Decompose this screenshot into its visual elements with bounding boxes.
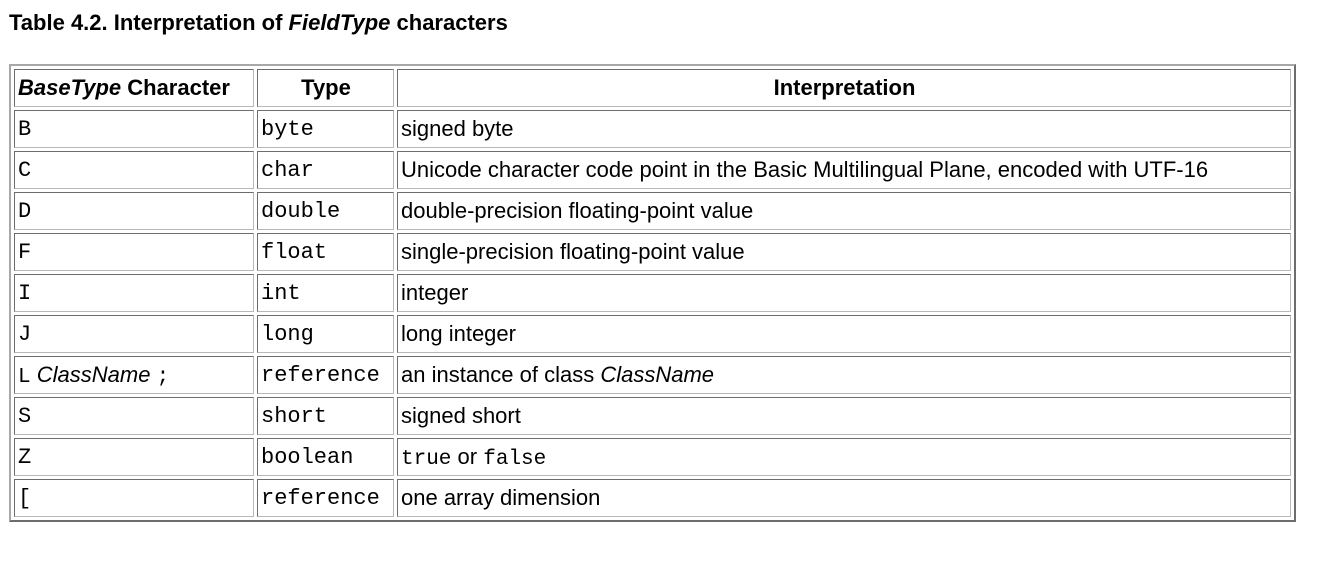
caption-prefix: Table 4.2. Interpretation of — [9, 10, 289, 35]
cell-char-prefix: L — [18, 365, 31, 389]
cell-type: reference — [257, 479, 394, 517]
cell-type: reference — [257, 356, 394, 394]
cell-type: char — [257, 151, 394, 189]
cell-type: double — [257, 192, 394, 230]
header-basetype-italic: BaseType — [18, 75, 122, 100]
cell-type: int — [257, 274, 394, 312]
fieldtype-table: BaseType Character Type Interpretation B… — [9, 64, 1296, 522]
cell-char: F — [14, 233, 254, 271]
cell-interp-false: false — [483, 447, 547, 471]
cell-interpretation: signed short — [397, 397, 1291, 435]
header-row: BaseType Character Type Interpretation — [14, 69, 1291, 107]
cell-char: B — [14, 110, 254, 148]
cell-char: I — [14, 274, 254, 312]
caption-emphasis: FieldType — [288, 10, 391, 35]
cell-interpretation: an instance of class ClassName — [397, 356, 1291, 394]
table-row: J long long integer — [14, 315, 1291, 353]
cell-interpretation: signed byte — [397, 110, 1291, 148]
table-row: Z boolean true or false — [14, 438, 1291, 476]
cell-interpretation: integer — [397, 274, 1291, 312]
table-row: B byte signed byte — [14, 110, 1291, 148]
cell-char: Z — [14, 438, 254, 476]
table-row: F float single-precision floating-point … — [14, 233, 1291, 271]
cell-char-classname: ClassName — [36, 361, 151, 387]
table-row: C char Unicode character code point in t… — [14, 151, 1291, 189]
caption-suffix: characters — [390, 10, 508, 35]
table-row: D double double-precision floating-point… — [14, 192, 1291, 230]
cell-char: S — [14, 397, 254, 435]
cell-interp-classname: ClassName — [600, 362, 715, 387]
cell-char: C — [14, 151, 254, 189]
cell-interpretation: one array dimension — [397, 479, 1291, 517]
cell-interpretation: double-precision floating-point value — [397, 192, 1291, 230]
header-type: Type — [257, 69, 394, 107]
cell-char-semicolon: ; — [156, 365, 170, 389]
table-row: S short signed short — [14, 397, 1291, 435]
table-row: L ClassName ; reference an instance of c… — [14, 356, 1291, 394]
cell-type: float — [257, 233, 394, 271]
header-interpretation: Interpretation — [397, 69, 1291, 107]
cell-interp-true: true — [401, 447, 452, 471]
cell-type: short — [257, 397, 394, 435]
cell-interp-or: or — [457, 443, 478, 469]
table-row: I int integer — [14, 274, 1291, 312]
cell-type: boolean — [257, 438, 394, 476]
cell-interpretation: true or false — [397, 438, 1291, 476]
table-caption: Table 4.2. Interpretation of FieldType c… — [9, 8, 508, 38]
cell-interpretation: long integer — [397, 315, 1291, 353]
cell-char: D — [14, 192, 254, 230]
cell-char: [ — [14, 479, 254, 517]
header-basetype-character: BaseType Character — [14, 69, 254, 107]
cell-type: long — [257, 315, 394, 353]
cell-char: J — [14, 315, 254, 353]
cell-type: byte — [257, 110, 394, 148]
cell-interpretation: Unicode character code point in the Basi… — [397, 151, 1291, 189]
cell-interpretation: single-precision floating-point value — [397, 233, 1291, 271]
cell-char: L ClassName ; — [14, 356, 254, 394]
header-character-text: Character — [121, 75, 230, 100]
cell-interp-text: an instance of class — [401, 362, 601, 387]
table-row: [ reference one array dimension — [14, 479, 1291, 517]
